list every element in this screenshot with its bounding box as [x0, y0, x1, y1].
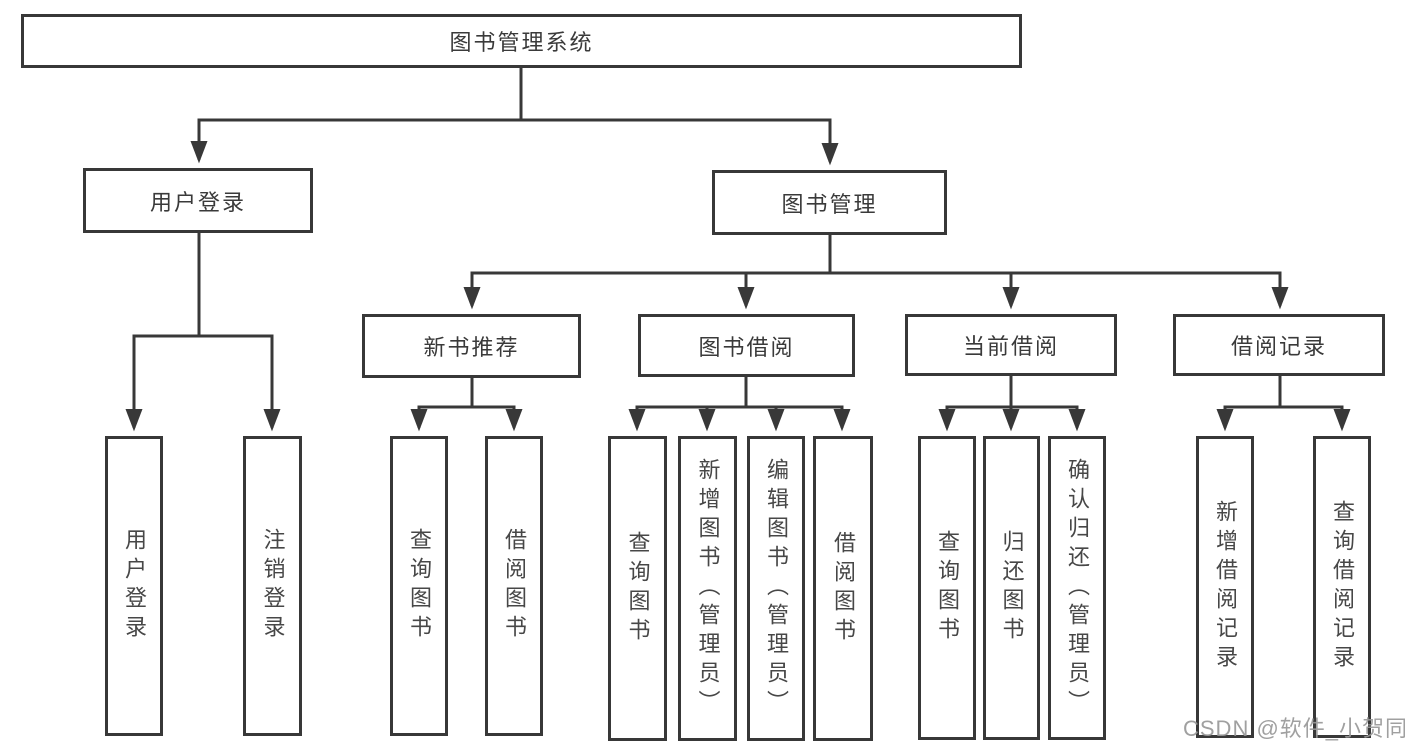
leaf-query-books-borrowing: 查询图书 [608, 436, 667, 741]
leaf-query-books-current: 查询图书 [918, 436, 976, 740]
leaf-confirm-return-admin: 确认归还（管理员） [1048, 436, 1106, 740]
node-user-login: 用户登录 [83, 168, 313, 233]
leaf-add-borrow-record: 新增借阅记录 [1196, 436, 1254, 738]
node-book-management: 图书管理 [712, 170, 947, 235]
leaf-logout: 注销登录 [243, 436, 302, 736]
leaf-return-book: 归还图书 [983, 436, 1040, 740]
leaf-query-borrow-record: 查询借阅记录 [1313, 436, 1371, 738]
node-current-borrowing: 当前借阅 [905, 314, 1117, 376]
node-borrowing-records: 借阅记录 [1173, 314, 1385, 376]
csdn-watermark: CSDN @软件_小贺同学 [1183, 716, 1405, 741]
leaf-add-book-admin: 新增图书（管理员） [678, 436, 737, 741]
leaf-borrow-books: 借阅图书 [813, 436, 873, 741]
node-new-book-recommend: 新书推荐 [362, 314, 581, 378]
node-root-system: 图书管理系统 [21, 14, 1022, 68]
leaf-borrow-books-recommend: 借阅图书 [485, 436, 543, 736]
node-book-borrowing: 图书借阅 [638, 314, 855, 377]
leaf-edit-book-admin: 编辑图书（管理员） [747, 436, 805, 741]
leaf-user-login: 用户登录 [105, 436, 163, 736]
leaf-query-books-recommend: 查询图书 [390, 436, 448, 736]
